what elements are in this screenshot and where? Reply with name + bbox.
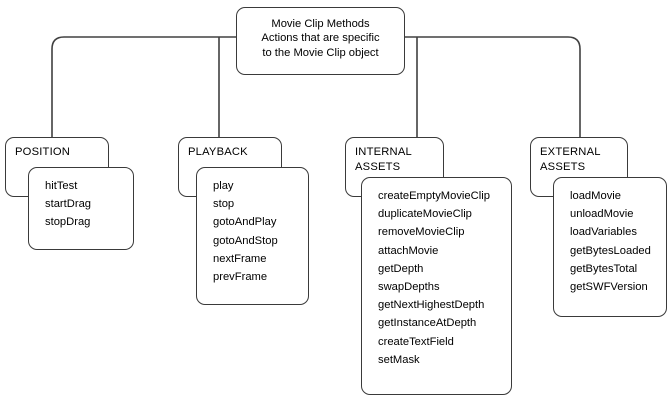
group-header-label: INTERNAL (355, 146, 412, 158)
connector-position (51, 36, 236, 137)
method-item: startDrag (45, 198, 92, 211)
method-item: getInstanceAtDepth (378, 317, 477, 330)
group-methods-playback: play stop gotoAndPlay gotoAndStop nextFr… (196, 167, 309, 305)
method-item: gotoAndPlay (213, 216, 277, 229)
method-item: getBytesTotal (570, 262, 638, 275)
title-line-3: to the Movie Clip object (262, 46, 379, 59)
method-item: attachMovie (378, 244, 439, 257)
method-item: getBytesLoaded (570, 244, 651, 257)
method-item: getDepth (378, 262, 424, 275)
method-item: removeMovieClip (378, 226, 465, 239)
method-item: createTextField (378, 335, 454, 348)
group-methods-position: hitTest startDrag stopDrag (28, 167, 134, 250)
method-item: getSWFVersion (570, 281, 648, 294)
group-header-label: PLAYBACK (188, 146, 248, 158)
group-header-label: POSITION (15, 146, 71, 158)
title-line-1: Movie Clip Methods (271, 18, 370, 30)
method-item: setMask (378, 353, 420, 366)
method-item: play (213, 180, 234, 192)
title-box: Movie Clip Methods Actions that are spec… (236, 7, 405, 75)
method-item: createEmptyMovieClip (378, 190, 490, 202)
method-item: gotoAndStop (213, 234, 278, 247)
method-item: hitTest (45, 180, 78, 192)
method-item: swapDepths (378, 281, 440, 294)
group-header-label: ASSETS (540, 160, 586, 173)
method-item: loadVariables (570, 226, 637, 239)
method-item: duplicateMovieClip (378, 208, 472, 221)
title-line-2: Actions that are specific (261, 32, 380, 45)
method-item: loadMovie (570, 190, 621, 202)
method-item: getNextHighestDepth (378, 299, 485, 312)
group-methods-internal-assets: createEmptyMovieClip duplicateMovieClip … (361, 177, 512, 395)
method-item: stop (213, 198, 235, 211)
group-header-label: ASSETS (355, 160, 401, 173)
group-header-label: EXTERNAL (540, 146, 601, 158)
method-item: nextFrame (213, 252, 267, 265)
connector-external (405, 36, 581, 137)
method-item: unloadMovie (570, 208, 634, 221)
method-item: prevFrame (213, 271, 268, 284)
method-item: stopDrag (45, 216, 91, 229)
group-methods-external-assets: loadMovie unloadMovie loadVariables getB… (553, 177, 667, 317)
